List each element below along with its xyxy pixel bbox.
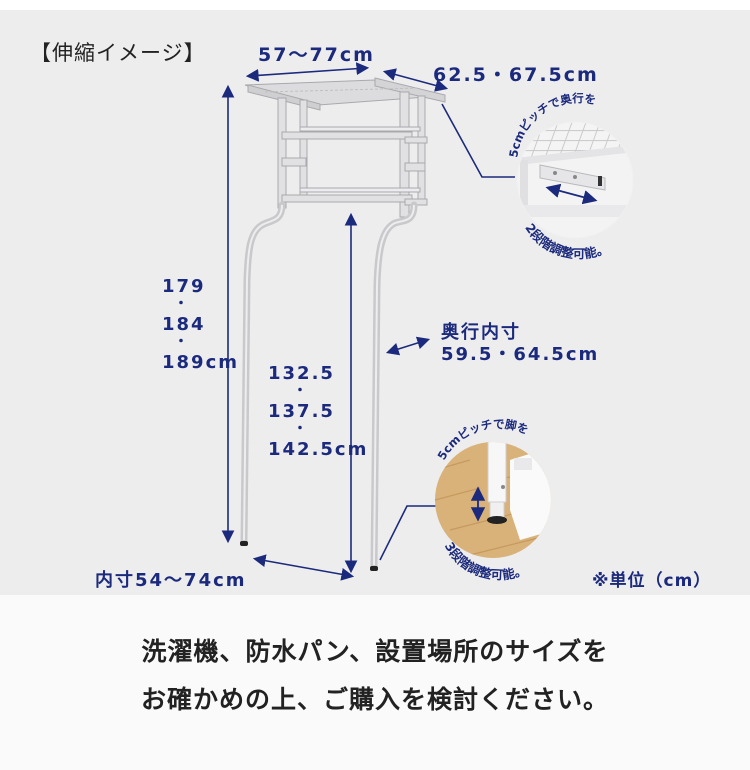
foot-left: [240, 541, 248, 546]
inner-height-value-2: 137.5: [268, 401, 335, 422]
inner-height-sep-2: ・: [293, 421, 309, 437]
foot-right: [370, 566, 378, 571]
width-arrow: [245, 62, 370, 82]
depth-top-label: 62.5・67.5cm: [433, 64, 599, 86]
rack-frame: [277, 91, 428, 218]
total-height-value-2: 184: [162, 314, 206, 335]
leg-callout-leader: [379, 505, 437, 561]
inner-width-arrow: [252, 554, 355, 581]
rack-legs-highlight: [243, 204, 415, 566]
unit-note: ※単位（cm）: [592, 571, 712, 591]
inner-depth-value: 59.5・64.5cm: [441, 344, 600, 365]
inner-height-value-1: 132.5: [268, 363, 335, 384]
total-height-sep-2: ・: [174, 334, 190, 350]
page-title: 【伸縮イメージ】: [30, 41, 206, 65]
total-height-value-3: 189cm: [162, 352, 239, 373]
inner-height-value-3: 142.5cm: [268, 439, 369, 460]
width-top-label: 57〜77cm: [258, 44, 375, 66]
total-height-sep-1: ・: [174, 296, 190, 312]
shelf-callout-leader: [441, 103, 515, 178]
total-height-value-1: 179: [162, 276, 206, 297]
inner-depth-label: 奥行内寸 59.5・64.5cm: [441, 322, 599, 366]
inner-height-label: 132.5 ・ 137.5 ・ 142.5cm: [268, 365, 368, 460]
depth-arrow: [382, 68, 449, 92]
total-height-label: 179 ・ 184 ・ 189cm: [162, 278, 239, 373]
inner-width-label: 内寸54〜74cm: [95, 570, 247, 591]
inner-height-sep-1: ・: [293, 383, 309, 399]
shelf-callout-ring: [516, 121, 634, 239]
inner-depth-title: 奥行内寸: [441, 322, 521, 343]
notice-line-2: お確かめの上、ご購入を検討ください。: [140, 685, 609, 714]
notice-line-1: 洗濯機、防水パン、設置場所のサイズを: [141, 637, 609, 666]
notice-area: [0, 595, 750, 770]
inner-depth-arrow: [385, 336, 431, 356]
leg-height-callout-image: [435, 442, 551, 558]
top-shelf: [244, 77, 446, 111]
